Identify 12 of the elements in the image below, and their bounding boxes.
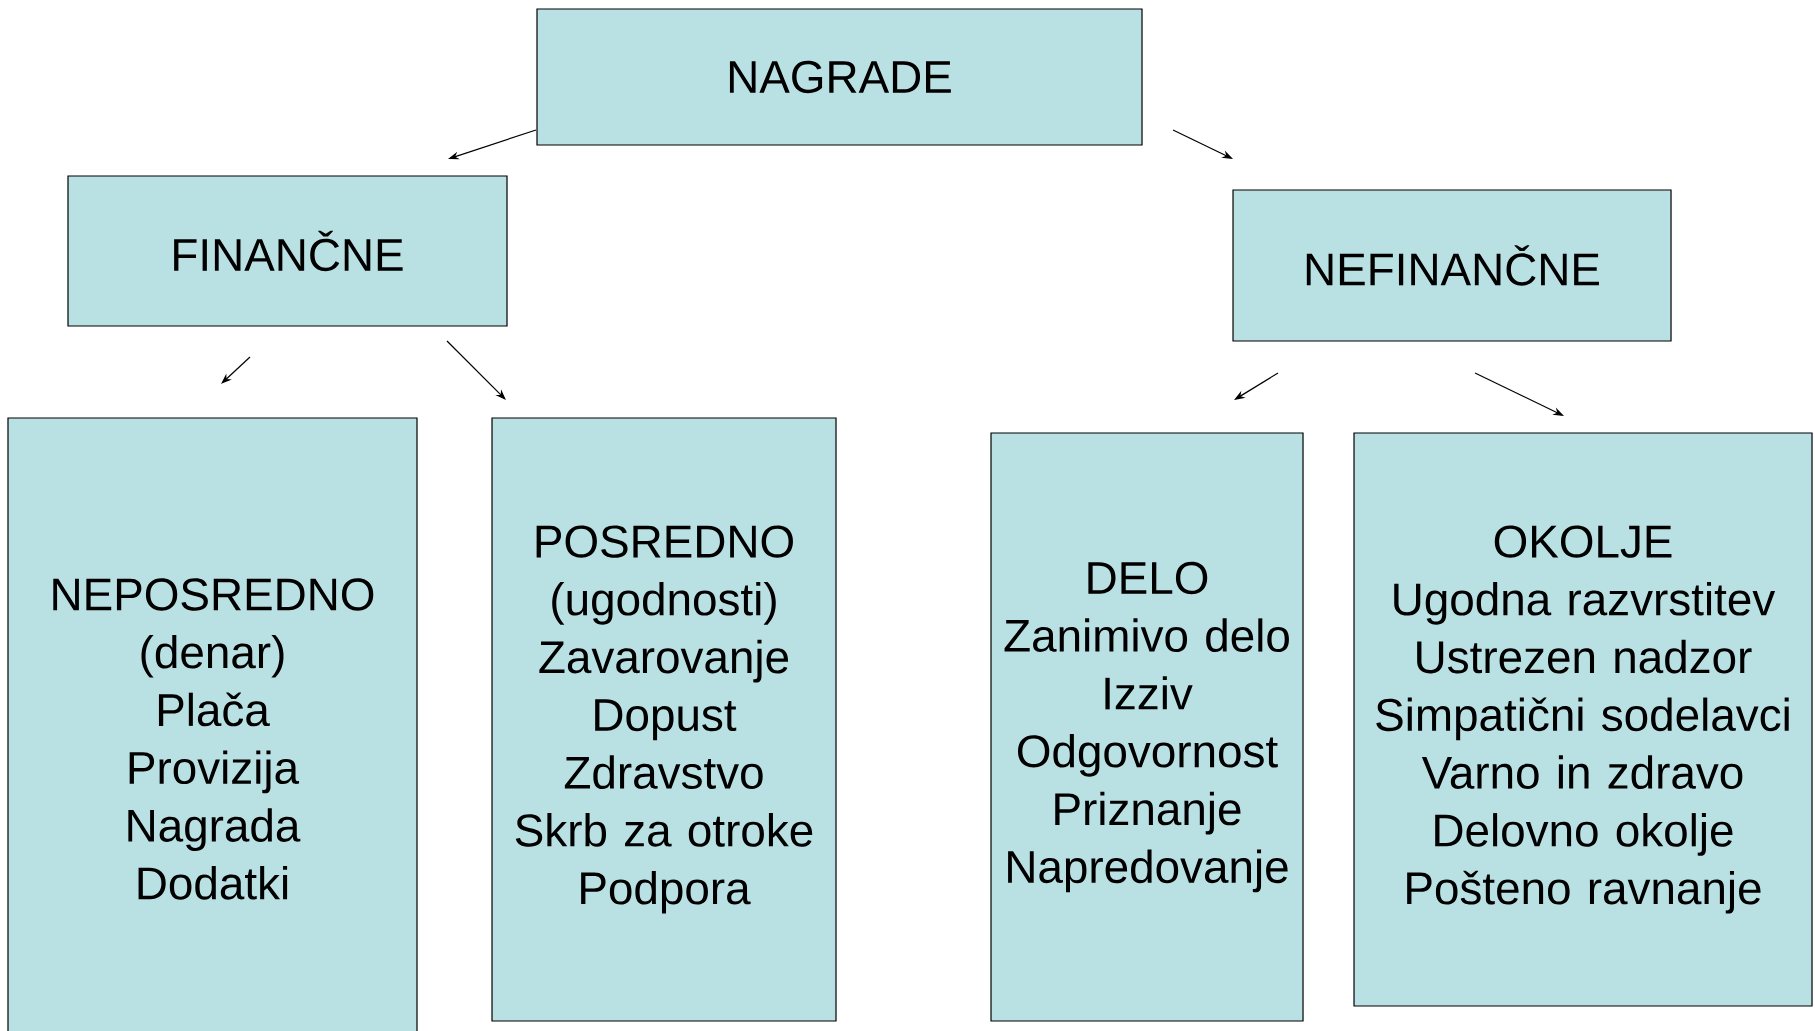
category-box: NEPOSREDNO (denar) Plača Provizija Nagrada Dodatki [7,417,418,1031]
arrow [1474,372,1564,416]
category-box: FINANČNE [67,175,508,327]
arrow [1234,372,1279,400]
category-box: NEFINANČNE [1232,189,1672,342]
category-box: POSREDNO (ugodnosti) Zavarovanje Dopust Zdravstvo Skrb za otroke Podpora [491,417,837,1022]
arrow [446,340,506,400]
category-box: OKOLJE Ugodna razvrstitev Ustrezen nadzor Simpatični sodelavci Varno in zdravo Delovno okolje Pošteno ravnanje [1353,432,1813,1007]
category-box: DELO Zanimivo delo Izziv Odgovornost Priznanje Napredovanje [990,432,1304,1022]
arrow [1172,129,1233,159]
category-box: NAGRADE [536,8,1143,146]
arrow [221,356,251,384]
